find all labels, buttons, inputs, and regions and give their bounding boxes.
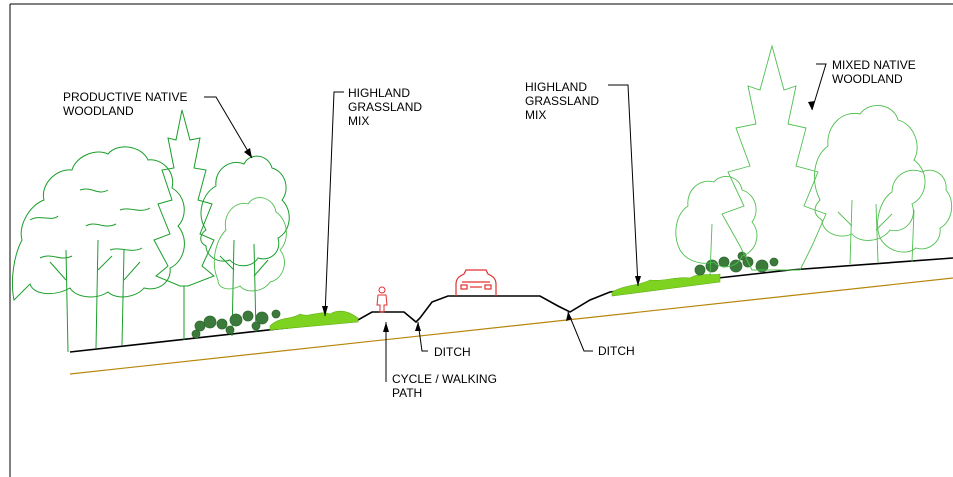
shrub-group [191,309,281,339]
shrub-group-right [694,251,779,276]
leader-lines [204,63,827,382]
label-line: MIX [348,114,370,128]
leader-ditch-right [567,311,593,352]
label-line: PATH [392,386,423,400]
label-ditch-right: DITCH [598,344,635,358]
label-grassland-left: HIGHLAND GRASSLAND MIX [348,86,422,128]
label-line: PRODUCTIVE NATIVE [63,90,188,104]
label-cycle-walking-path: CYCLE / WALKING PATH [392,372,497,400]
label-line: GRASSLAND [348,100,423,114]
deciduous-tree-icon [877,169,953,263]
pedestrian-icon [376,286,388,313]
label-line: WOODLAND [63,104,134,118]
label-line: MIXED NATIVE [832,58,916,72]
car-icon [455,269,497,296]
label-ditch-left: DITCH [434,345,471,359]
conifer-tree-icon [153,109,215,340]
label-line: MIX [525,108,547,122]
leader-grassland-left [324,91,344,317]
conifer-tree-icon [721,44,827,271]
leader-mixed-woodland [811,63,827,111]
deciduous-tree-icon [11,146,185,353]
deciduous-tree-icon [675,175,758,277]
grassland-left [269,310,359,331]
subsoil-line [69,277,953,375]
leader-ditch-left [417,321,428,352]
deciduous-tree-icon [213,197,287,292]
label-line: WOODLAND [832,72,903,86]
label-mixed-woodland: MIXED NATIVE WOODLAND [832,58,916,86]
label-productive-woodland: PRODUCTIVE NATIVE WOODLAND [63,90,187,118]
label-line: HIGHLAND [348,86,411,100]
label-line: CYCLE / WALKING [392,372,497,386]
grassland-right [611,273,721,297]
deciduous-tree-icon [813,105,926,265]
deciduous-tree-icon [200,155,290,337]
leader-arrowheads [244,101,815,332]
leader-productive-woodland [204,96,253,159]
ground-profile [69,257,953,353]
label-line: GRASSLAND [525,94,600,108]
label-line: HIGHLAND [525,80,588,94]
label-grassland-right: HIGHLAND GRASSLAND MIX [525,80,599,122]
leader-grassland-right [608,84,639,287]
